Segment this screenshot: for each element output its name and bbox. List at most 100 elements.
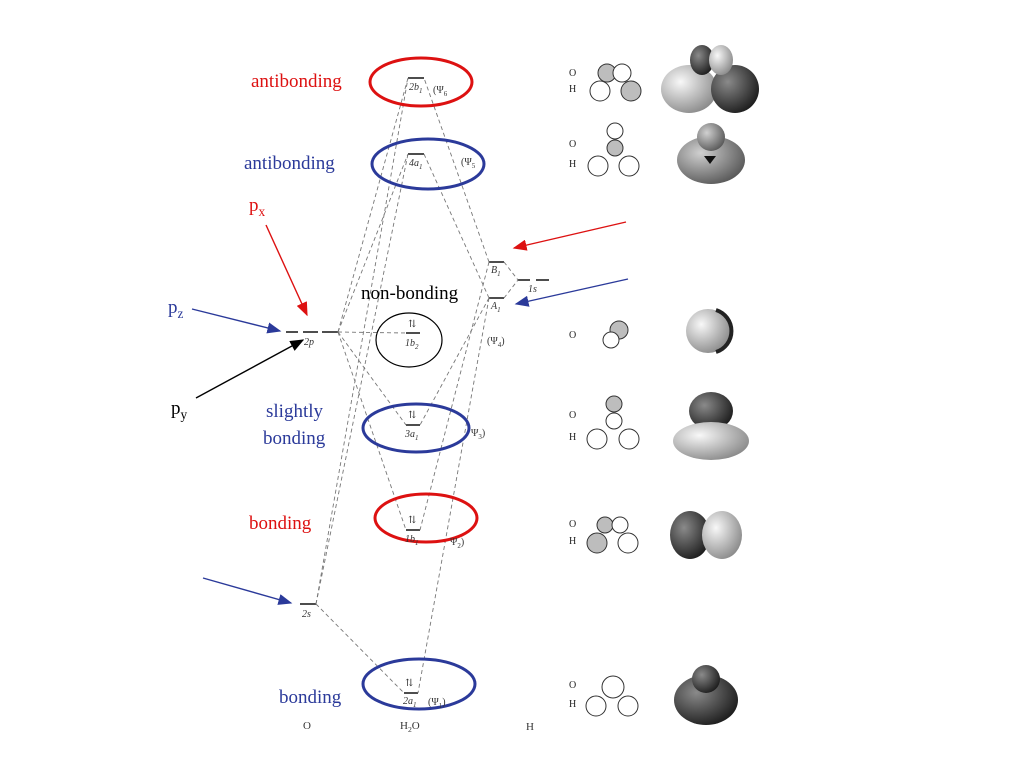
atom-o-row6: O (569, 680, 577, 691)
highlight-1b1-ellipse (373, 492, 479, 544)
2s-arrow (202, 577, 293, 605)
mo-1b1-sub: 1 (415, 539, 419, 547)
b1-caption-sub: 1 (497, 270, 501, 278)
highlight-1b2-ellipse (375, 312, 443, 368)
mo-2b1-sub: 1 (419, 87, 423, 95)
psi1-main: (Ψ (428, 697, 439, 708)
antibonding-label-mid: antibonding (244, 153, 335, 174)
pz-label: pz (168, 298, 183, 320)
atom-h-row6: H (569, 699, 577, 710)
a1-caption: A1 (491, 302, 501, 314)
atom-o-row1: O (569, 68, 577, 79)
mo-3a1-main: 3a (405, 429, 415, 440)
atom-h-row1: H (569, 84, 577, 95)
electrons-2a1: ⇅ (405, 678, 414, 689)
mo-3a1-sub: 1 (415, 434, 419, 442)
psi5-sub: 5 (471, 162, 476, 170)
mo-2a1-main: 2a (403, 696, 413, 707)
ao-sketch-psi6 (589, 63, 642, 102)
py-label: py (171, 399, 187, 421)
atom-h-row2: H (569, 159, 577, 170)
nonbonding-label: non-bonding (361, 283, 459, 304)
mo-4a1-caption: 4a1 (409, 159, 423, 171)
slightly-bonding-line1: slightly (266, 401, 324, 422)
psi6-main: (Ψ (433, 85, 444, 96)
psi5-label: (Ψ5 (461, 158, 475, 170)
py-label-main: p (171, 398, 181, 419)
mo-4a1-main: 4a (409, 158, 419, 169)
o-2s-caption: 2s (302, 609, 311, 620)
b1-caption: B1 (491, 266, 501, 278)
px-arrow (265, 224, 308, 317)
axis-o-label: O (303, 720, 311, 732)
mo-1b1-main: 1b (405, 534, 415, 545)
a1-caption-main: A (491, 301, 498, 312)
mo-1b2-main: 1b (405, 338, 415, 349)
ao-sketch-psi4 (602, 320, 629, 349)
psi5-main: (Ψ (461, 157, 472, 168)
orbital-psi3 (673, 392, 749, 460)
py-label-sub: y (180, 406, 188, 422)
axis-h-label: H (526, 721, 534, 733)
pz-label-sub: z (177, 305, 184, 321)
ao-sketches (585, 63, 642, 717)
psi3-sub: 3 (478, 433, 482, 441)
antibonding-label-top: antibonding (251, 71, 342, 92)
mo-2a1-caption: 2a1 (403, 697, 417, 709)
axis-h2o-h: H (400, 720, 408, 732)
psi2-main: Ψ (450, 537, 458, 548)
ao-sketch-psi1 (585, 675, 639, 717)
highlight-2a1-ellipse (361, 657, 477, 711)
psi1-label: (Ψ1) (428, 697, 446, 710)
psi1-sub: 1 (438, 702, 443, 710)
mo-3a1-caption: 3a1 (405, 430, 419, 442)
correlation-lines (315, 77, 519, 694)
axis-h2o-sub: 2 (407, 725, 412, 735)
psi4-main: (Ψ (487, 336, 498, 347)
orbital-renders (661, 45, 759, 725)
psi4-sub: 4 (497, 341, 502, 349)
psi2-sub: 2 (457, 542, 461, 550)
atom-h-row4: H (569, 432, 577, 443)
highlight-3a1-ellipse (361, 402, 471, 454)
orbital-psi2 (670, 511, 742, 559)
bonding-label-blue: bonding (279, 687, 342, 708)
px-label: px (249, 196, 265, 218)
mo-2a1-sub: 1 (413, 701, 417, 709)
electrons-1b2: ⇅ (408, 319, 417, 330)
slightly-bonding-line2: bonding (263, 428, 326, 449)
electrons-1b1: ⇅ (408, 515, 417, 526)
pz-label-main: p (168, 297, 178, 318)
o-2p-caption: 2p (304, 337, 314, 348)
orbital-psi4 (686, 308, 734, 354)
highlight-4a1-ellipse (370, 137, 486, 191)
px-label-main: p (249, 195, 259, 216)
axis-h2o-label: H2O (400, 721, 420, 734)
psi3-label: Ψ3) (471, 428, 486, 441)
orbital-psi6 (661, 45, 759, 113)
psi2-label: Ψ2) (450, 537, 465, 550)
axis-h2o-o: O (411, 720, 420, 732)
psi3-main: Ψ (471, 428, 479, 439)
a1-caption-sub: 1 (497, 306, 501, 314)
b1-caption-main: B (491, 265, 498, 276)
h-1s-caption: 1s (528, 284, 537, 295)
py-arrow (195, 339, 305, 399)
highlight-2b1-ellipse (368, 56, 474, 108)
b1-arrow (512, 221, 627, 251)
atom-o-row5: O (569, 519, 577, 530)
bonding-label-red: bonding (249, 513, 312, 534)
mo-1b1-caption: 1b1 (405, 535, 419, 547)
mo-1b2-caption: 1b2 (405, 339, 419, 351)
mo-2b1-main: 2b (409, 82, 419, 93)
atom-o-row4: O (569, 410, 577, 421)
mo-1b2-sub: 2 (415, 343, 419, 351)
ao-sketch-psi3 (586, 395, 640, 450)
psi6-label: (Ψ6 (433, 86, 447, 98)
a1-arrow (514, 278, 629, 307)
pz-arrow (191, 308, 282, 334)
mo-2b1-caption: 2b1 (409, 83, 423, 95)
psi6-sub: 6 (443, 90, 448, 98)
